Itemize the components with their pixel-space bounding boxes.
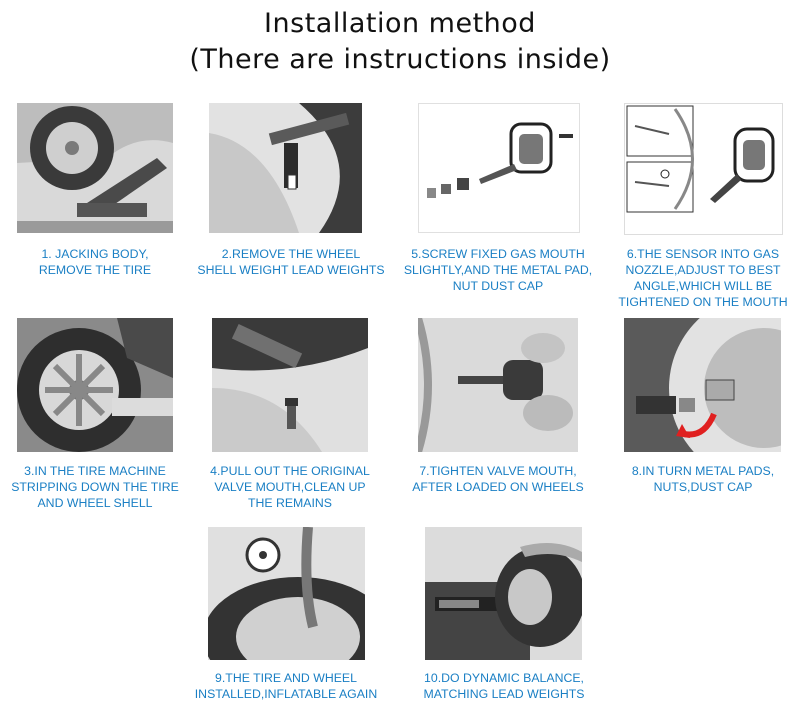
caption-line: MATCHING LEAD WEIGHTS <box>423 687 585 701</box>
caption-line: AND WHEEL SHELL <box>37 496 153 510</box>
caption-line: 9.THE TIRE AND WHEEL <box>215 671 357 685</box>
caption-line: STRIPPING DOWN THE TIRE <box>11 480 179 494</box>
caption-line: 7.TIGHTEN VALVE MOUTH, <box>419 464 577 478</box>
caption-line: THE REMAINS <box>247 496 333 510</box>
step-1-caption: 1. JACKING BODY, REMOVE THE TIRE <box>5 246 185 278</box>
caption-line: NUTS,DUST CAP <box>653 480 753 494</box>
step-4-illustration <box>212 318 368 452</box>
step-5-illustration <box>418 103 580 233</box>
caption-line: REMOVE THE TIRE <box>38 263 152 277</box>
step-6-illustration <box>624 103 783 235</box>
caption-line: 3.IN THE TIRE MACHINE <box>24 464 166 478</box>
caption-line: NUT DUST CAP <box>452 279 544 293</box>
step-2-illustration <box>209 103 362 233</box>
caption-line: SLIGHTLY,AND THE METAL PAD, <box>403 263 593 277</box>
step-7-illustration <box>418 318 578 452</box>
step-1-illustration <box>17 103 173 233</box>
caption-line: AFTER LOADED ON WHEELS <box>412 480 584 494</box>
step-2-caption: 2.REMOVE THE WHEEL SHELL WEIGHT LEAD WEIG… <box>186 246 396 278</box>
caption-line: ANGLE,WHICH WILL BE <box>633 279 773 293</box>
caption-line: 1. JACKING BODY, <box>41 247 149 261</box>
step-3-caption: 3.IN THE TIRE MACHINE STRIPPING DOWN THE … <box>0 463 190 511</box>
caption-line: 6.THE SENSOR INTO GAS <box>626 247 780 261</box>
step-5-caption: 5.SCREW FIXED GAS MOUTH SLIGHTLY,AND THE … <box>398 246 598 294</box>
step-4-caption: 4.PULL OUT THE ORIGINAL VALVE MOUTH,CLEAN… <box>196 463 384 511</box>
caption-line: INSTALLED,INFLATABLE AGAIN <box>194 687 378 701</box>
caption-line: SHELL WEIGHT LEAD WEIGHTS <box>197 263 385 277</box>
caption-line: 4.PULL OUT THE ORIGINAL <box>210 464 370 478</box>
caption-line: VALVE MOUTH,CLEAN UP <box>214 480 366 494</box>
caption-line: 2.REMOVE THE WHEEL <box>221 247 361 261</box>
caption-line: 10.DO DYNAMIC BALANCE, <box>424 671 584 685</box>
step-8-illustration <box>624 318 781 452</box>
step-3-illustration <box>17 318 173 452</box>
step-9-caption: 9.THE TIRE AND WHEEL INSTALLED,INFLATABLE… <box>186 670 386 702</box>
caption-line: 5.SCREW FIXED GAS MOUTH <box>411 247 585 261</box>
step-10-caption: 10.DO DYNAMIC BALANCE, MATCHING LEAD WEIG… <box>404 670 604 702</box>
step-7-caption: 7.TIGHTEN VALVE MOUTH, AFTER LOADED ON WH… <box>400 463 596 495</box>
page-subtitle: (There are instructions inside) <box>189 44 611 75</box>
caption-line: 8.IN TURN METAL PADS, <box>631 464 775 478</box>
step-10-illustration <box>425 527 582 660</box>
page-title: Installation method <box>264 8 536 39</box>
step-6-caption: 6.THE SENSOR INTO GAS NOZZLE,ADJUST TO BE… <box>610 246 796 310</box>
caption-line: NOZZLE,ADJUST TO BEST <box>625 263 781 277</box>
step-9-illustration <box>208 527 365 660</box>
caption-line: TIGHTENED ON THE MOUTH <box>618 295 788 309</box>
step-8-caption: 8.IN TURN METAL PADS, NUTS,DUST CAP <box>610 463 796 495</box>
